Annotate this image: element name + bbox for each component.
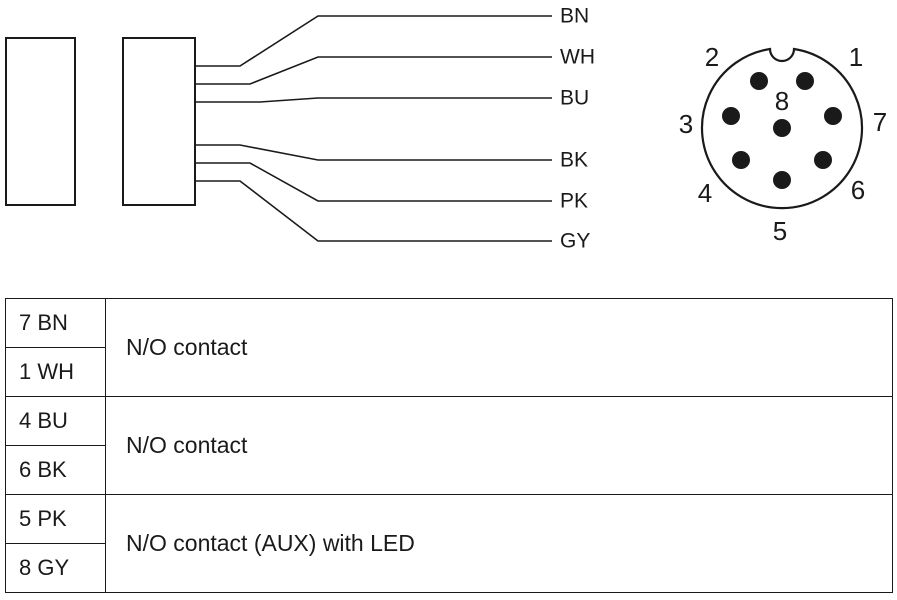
wire-label-bn: BN (560, 5, 589, 28)
wire-label-bk: BK (560, 149, 588, 172)
pin-cell-5pk: 5 PK (5, 494, 106, 544)
description-cell-group-1: N/O contact (105, 298, 893, 397)
table-row: 8 GY (5, 543, 893, 593)
wire-label-gy: GY (560, 230, 590, 253)
pin-3-dot (722, 107, 740, 125)
pin-6-label: 6 (851, 175, 865, 205)
wire-bu (195, 97, 552, 103)
pin-3-label: 3 (679, 109, 693, 139)
wire-pk (195, 162, 552, 202)
wire-bk (195, 144, 552, 161)
pin-7-dot (824, 107, 842, 125)
table-row: 6 BK (5, 445, 893, 495)
pin-8-label: 8 (775, 86, 789, 116)
pin-4-dot (732, 151, 750, 169)
wire-label-bu: BU (560, 87, 589, 110)
pin-2-dot (750, 72, 768, 90)
pin-1-dot (796, 72, 814, 90)
wire-label-pk: PK (560, 190, 588, 213)
pin-5-dot (773, 171, 791, 189)
pin-7-label: 7 (873, 107, 887, 137)
pin-cell-1wh: 1 WH (5, 347, 106, 397)
pin-cell-6bk: 6 BK (5, 445, 106, 495)
description-cell-group-2: N/O contact (105, 396, 893, 495)
table-row: 5 PK N/O contact (AUX) with LED (5, 494, 893, 593)
table-row: 7 BN N/O contact (5, 298, 893, 397)
pin-2-label: 2 (705, 42, 719, 72)
pin-5-label: 5 (773, 216, 787, 246)
cable-block (122, 37, 196, 206)
table-row: 4 BU N/O contact (5, 396, 893, 495)
pin-1-label: 1 (849, 42, 863, 72)
pin-6-dot (814, 151, 832, 169)
wire-wh (195, 56, 552, 85)
device-block (5, 37, 76, 206)
pin-4-label: 4 (698, 178, 712, 208)
wire-gy (195, 180, 552, 242)
wire-bn (195, 15, 552, 67)
pin-cell-8gy: 8 GY (5, 543, 106, 593)
description-cell-group-3: N/O contact (AUX) with LED (105, 494, 893, 593)
wire-label-wh: WH (560, 46, 595, 69)
wiring-diagram: BN WH BU BK PK GY 1 2 3 4 5 6 7 8 (5, 5, 887, 253)
pin-assignment-table: 7 BN N/O contact 1 WH 4 BU N/O contact 6… (5, 298, 893, 593)
pin-8-dot (773, 119, 791, 137)
pin-cell-7bn: 7 BN (5, 298, 106, 348)
pin-cell-4bu: 4 BU (5, 396, 106, 446)
